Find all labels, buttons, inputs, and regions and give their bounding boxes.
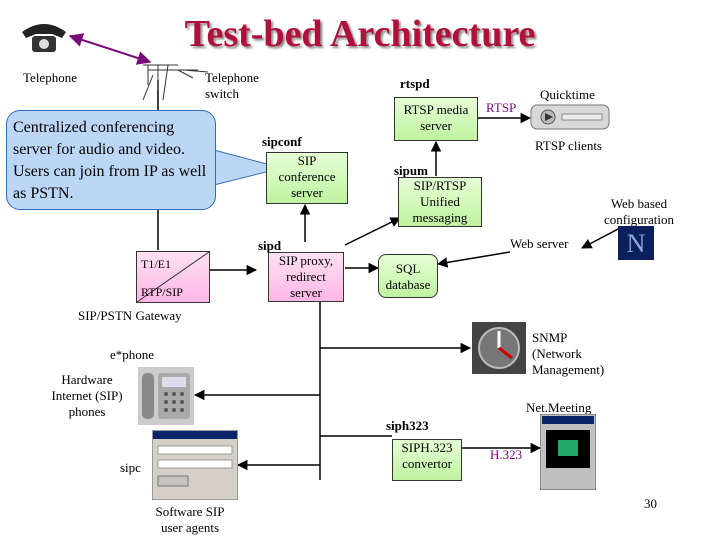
snmp-gauge-icon: [472, 322, 526, 374]
siph323-convertor-box: SIPH.323 convertor: [392, 439, 462, 481]
sql-database-box: SQL database: [378, 254, 438, 298]
netmeeting-label: Net.Meeting: [526, 400, 592, 415]
sipd-to-sipum: [344, 217, 401, 246]
sip-pstn-gateway-label: SIP/PSTN Gateway: [78, 308, 182, 323]
telephone-icon: [22, 24, 66, 52]
sip-pstn-gateway-box: T1/E1 RTP/SIP: [136, 251, 210, 303]
rtsp-clients-label: RTSP clients: [535, 138, 602, 153]
rtspd-label: rtspd: [400, 76, 430, 91]
page-number: 30: [644, 496, 657, 511]
rtsp-media-server-box: RTSP media server: [394, 97, 478, 141]
sip-rtsp-unified-messaging-box: SIP/RTSP Unified messaging: [398, 177, 482, 227]
quicktime-player-icon: [530, 104, 610, 130]
rtp-sip-label: RTP/SIP: [141, 285, 183, 299]
web-server-label: Web server: [510, 236, 569, 251]
sip-proxy-redirect-server-box: SIP proxy, redirect server: [268, 252, 344, 302]
conferencing-callout: Centralized conferencing server for audi…: [6, 110, 216, 210]
software-sip-agents-label: Software SIP user agents: [155, 504, 225, 535]
quicktime-label: Quicktime: [540, 87, 595, 102]
sipconf-label: sipconf: [262, 134, 302, 149]
page-title: Test-bed Architecture: [184, 13, 536, 55]
hardware-phones-label: Hardware Internet (SIP) phones: [51, 372, 123, 419]
snmp-label: SNMP (Network Management): [532, 330, 605, 377]
rtsp-label: RTSP: [486, 100, 517, 115]
t1e1-label: T1/E1: [141, 257, 171, 271]
telephone-label: Telephone: [23, 70, 77, 85]
ephone-label: e*phone: [110, 347, 155, 362]
sipd-label: sipd: [258, 238, 282, 253]
siph323-label: siph323: [386, 418, 429, 433]
sipum-label: sipum: [394, 163, 428, 178]
sip-conference-server-box: SIP conference server: [266, 152, 348, 204]
sipc-window-icon: [152, 430, 238, 500]
ip-phone-icon: [138, 367, 194, 425]
svg-text:N: N: [627, 229, 646, 258]
sipc-label: sipc: [120, 460, 141, 475]
netscape-browser-icon: N: [618, 226, 654, 260]
telephone-link: [68, 33, 152, 65]
config-to-web: [581, 227, 621, 249]
netmeeting-window-icon: [540, 414, 596, 490]
web-config-label: Web based configuration: [603, 196, 675, 227]
web-to-sql: [436, 251, 511, 268]
telephone-switch-icon: [142, 64, 209, 101]
h323-label: H.323: [490, 447, 523, 462]
telephone-switch-label: Telephone switch: [205, 70, 259, 101]
